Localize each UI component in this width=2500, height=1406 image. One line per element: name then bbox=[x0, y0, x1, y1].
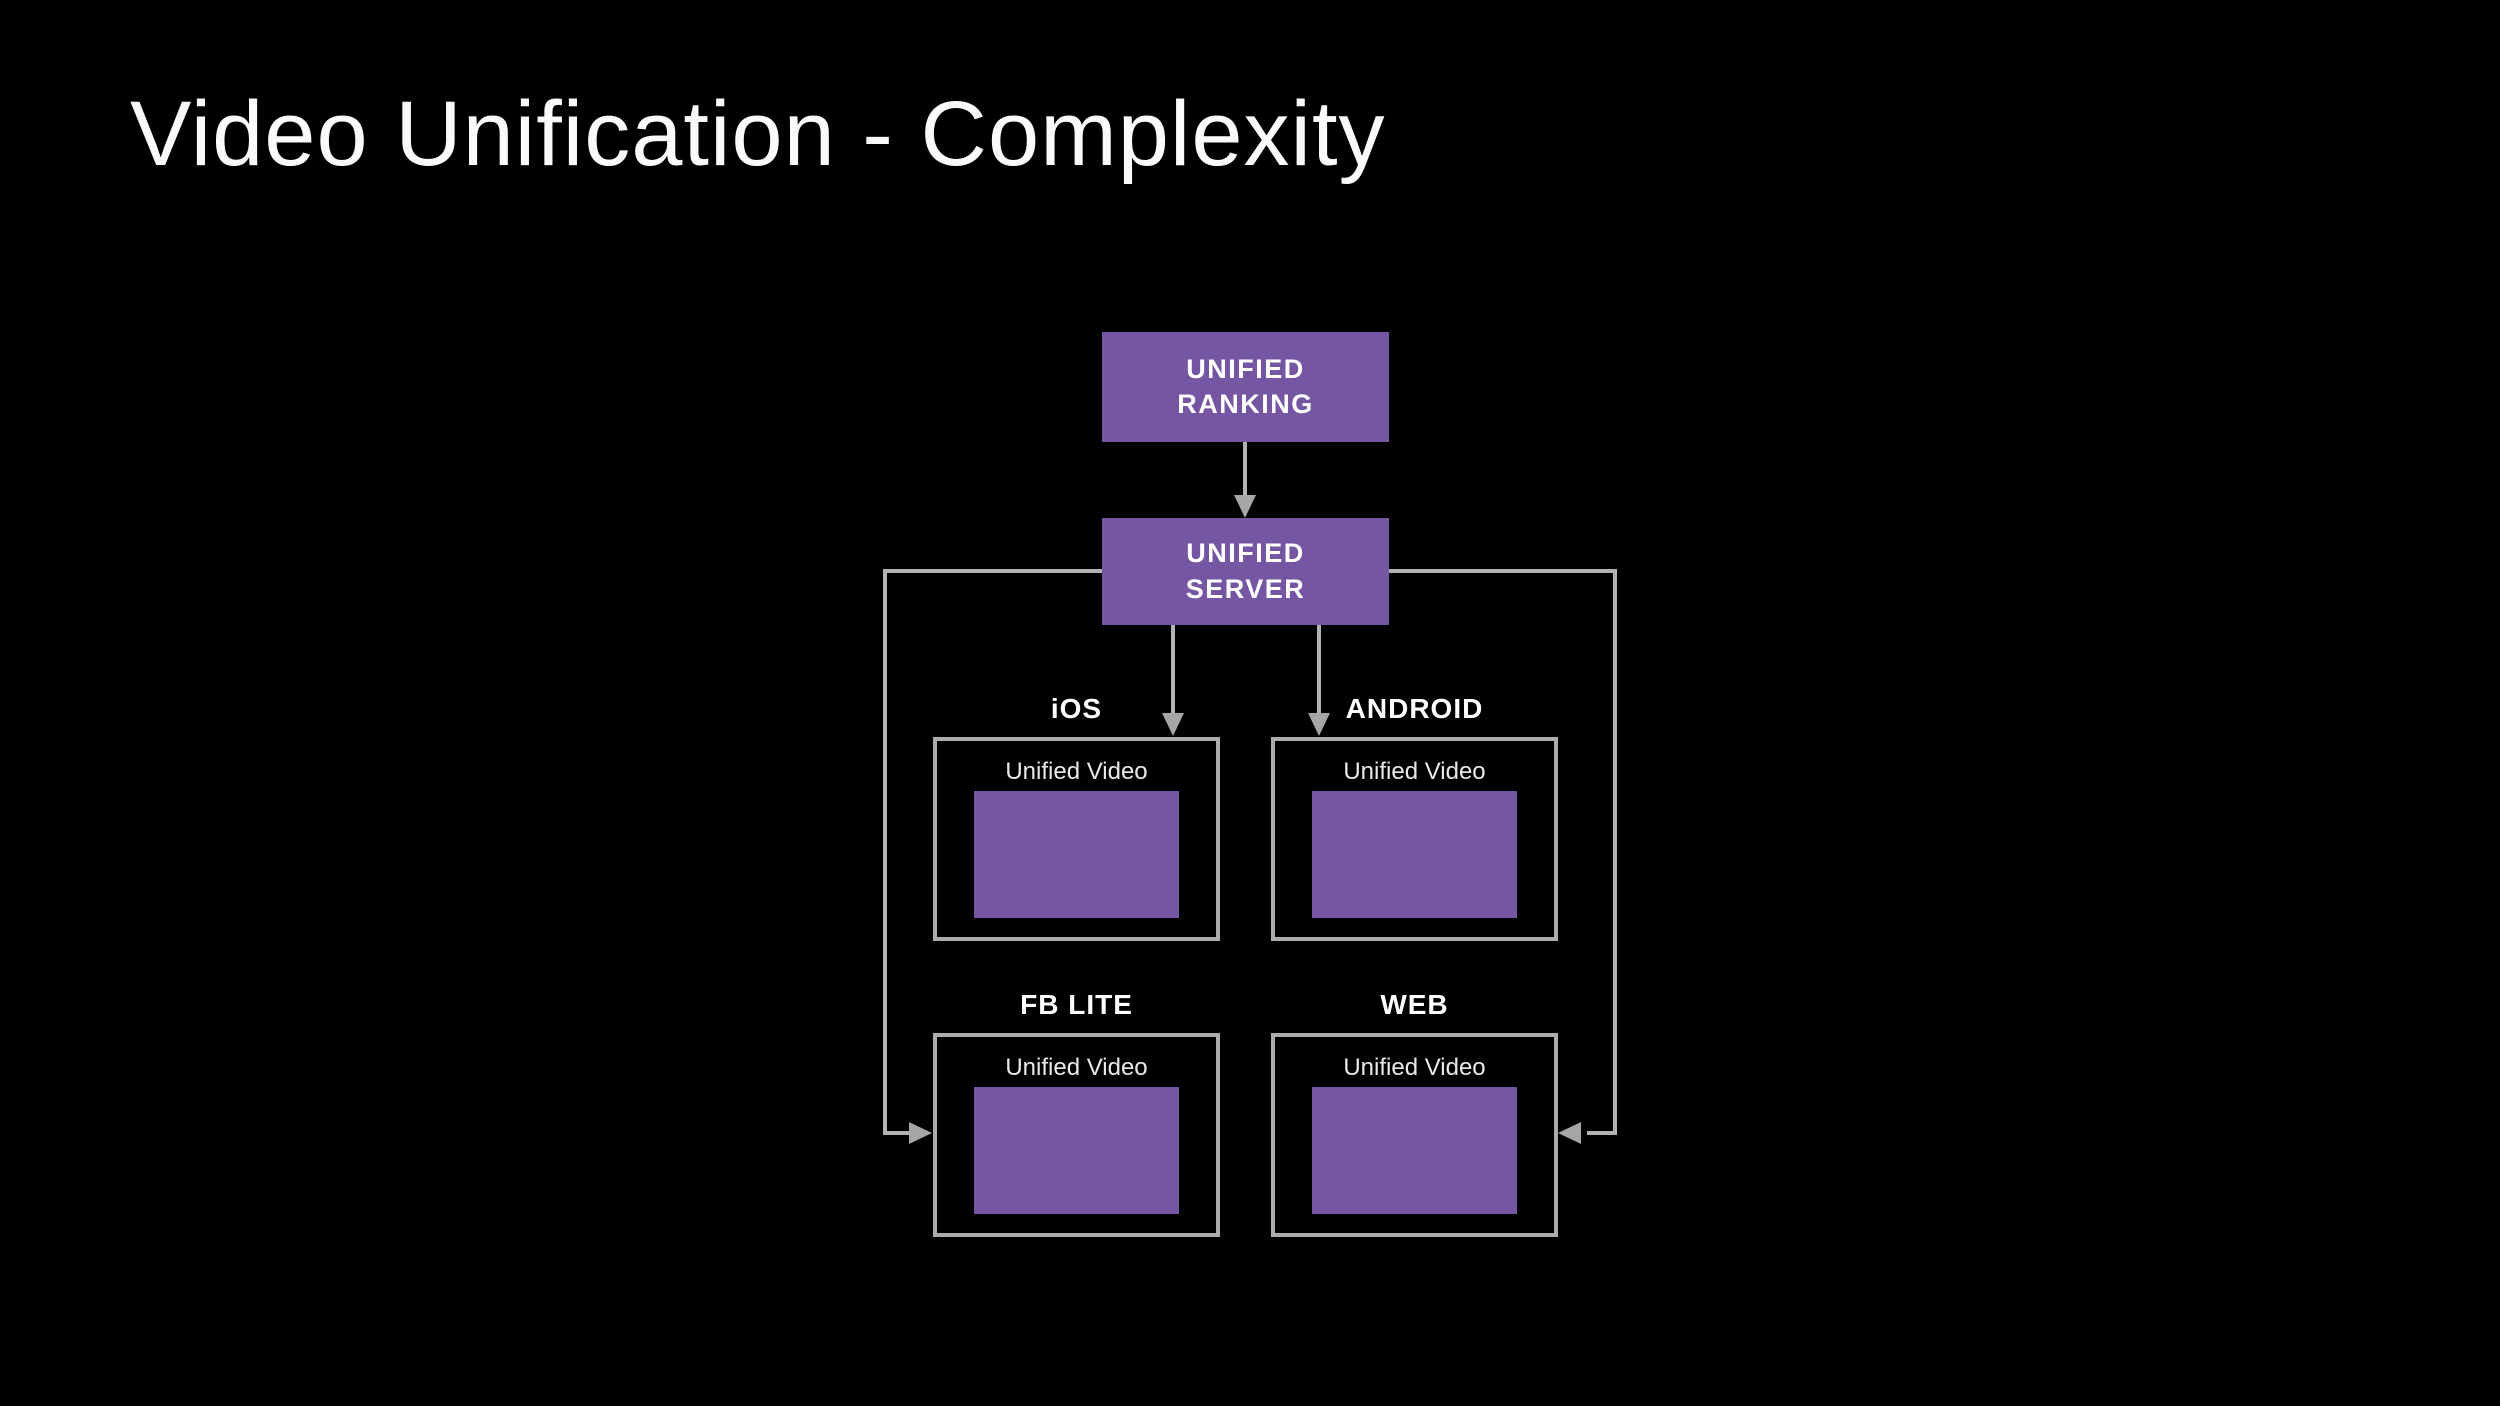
edge-ranking-to-server-arrowhead-icon bbox=[1234, 495, 1256, 518]
node-unified-server-line1: UNIFIED bbox=[1186, 538, 1305, 569]
platform-box-fb-lite: Unified Video bbox=[933, 1033, 1220, 1237]
edge-server-to-web-arrowhead-icon bbox=[1558, 1122, 1581, 1144]
platform-fb-lite-unified-video-label: Unified Video bbox=[1005, 1054, 1148, 1081]
platform-label-fb-lite: FB LITE bbox=[1020, 989, 1133, 1020]
platform-box-web: Unified Video bbox=[1271, 1033, 1558, 1237]
node-unified-server: UNIFIED SERVER bbox=[1102, 518, 1389, 625]
platform-web-unified-video-label: Unified Video bbox=[1343, 1054, 1486, 1081]
platform-android-video-rect bbox=[1312, 791, 1517, 918]
edge-server-to-ios-line bbox=[1171, 625, 1175, 715]
slide-title: Video Unification - Complexity bbox=[130, 83, 1386, 185]
edge-server-to-ios-arrowhead-icon bbox=[1162, 713, 1184, 736]
edge-server-to-android-line bbox=[1317, 625, 1321, 715]
platform-label-android: ANDROID bbox=[1345, 693, 1484, 724]
node-unified-server-line2: SERVER bbox=[1185, 573, 1306, 604]
edge-server-to-web-stub-line bbox=[1587, 1131, 1617, 1135]
platform-box-ios: Unified Video bbox=[933, 737, 1220, 941]
platform-ios-video-rect bbox=[974, 791, 1179, 918]
platform-label-ios: iOS bbox=[1050, 693, 1103, 724]
node-unified-ranking-line2: RANKING bbox=[1177, 389, 1314, 419]
platform-fb-lite-video-rect bbox=[974, 1087, 1179, 1214]
edge-server-to-fblite-arrowhead-icon bbox=[909, 1122, 932, 1144]
edge-ranking-to-server-line bbox=[1243, 442, 1247, 498]
platform-box-android: Unified Video bbox=[1271, 737, 1558, 941]
edge-server-to-android-arrowhead-icon bbox=[1308, 713, 1330, 736]
platform-web-video-rect bbox=[1312, 1087, 1517, 1214]
platform-android-unified-video-label: Unified Video bbox=[1343, 758, 1486, 785]
platform-label-web: WEB bbox=[1380, 989, 1449, 1020]
node-unified-ranking-line1: UNIFIED bbox=[1186, 353, 1305, 384]
edge-server-to-web-vertical-line bbox=[1613, 569, 1617, 1133]
platform-ios-unified-video-label: Unified Video bbox=[1005, 758, 1148, 785]
edge-server-to-fblite-vertical-line bbox=[883, 569, 887, 1133]
edge-server-to-web-top-line bbox=[1389, 569, 1617, 573]
edge-server-to-fblite-stub-line bbox=[883, 1131, 911, 1135]
node-unified-ranking: UNIFIED RANKING bbox=[1102, 332, 1389, 442]
edge-server-to-fblite-top-line bbox=[883, 569, 1102, 573]
